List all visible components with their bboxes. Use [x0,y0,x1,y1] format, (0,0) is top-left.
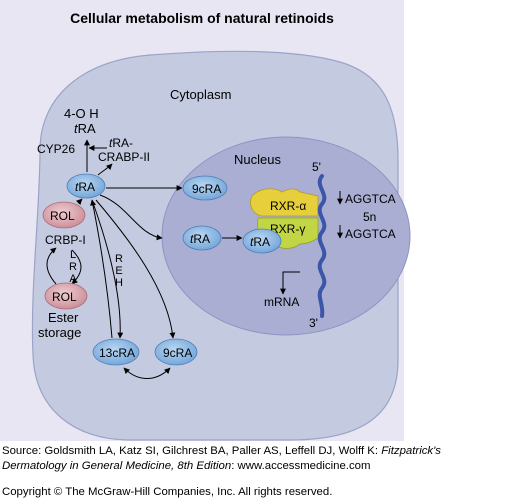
source-citation: Source: Goldsmith LA, Katz SI, Gilchrest… [2,444,502,474]
tra-oval-bound [242,228,282,254]
9cra-bottom-label: 9cRA [163,346,192,360]
italic-t: t [74,121,79,136]
tra-main-label: tRA [75,180,95,194]
cytoplasm-label: Cytoplasm [170,87,231,102]
oh-tra-label-2: tRA [74,121,96,136]
ester-label: Ester [48,310,79,325]
mrna-label: mRNA [264,295,299,309]
arrow-rol-cycle-right [71,249,82,285]
tra-bound-label: tRA [250,235,270,249]
rol-oval-top [42,201,86,229]
ra-dash-text: RA- [112,136,133,150]
rol-bottom-label: ROL [52,290,77,304]
tra-oval-main [66,173,106,199]
rxr-alpha-label: RXR-α [270,199,306,213]
9cra-oval-bottom [154,338,198,366]
three-prime-label: 3' [309,316,318,330]
crabp-ii-label: CRABP-II [98,150,150,164]
source-suffix: : www.accessmedicine.com [231,460,371,472]
arrow-tra-to-9cra-bottom [95,199,176,339]
9cra-nucleus-label: 9cRA [192,182,221,196]
5n-label: 5n [363,210,376,224]
arrow-tra-to-13cra [91,199,124,339]
copyright-notice: Copyright © The McGraw-Hill Companies, I… [2,486,333,498]
oh-tra-label: 4-O H [64,106,99,121]
aggtca-1-label: AGGTCA [345,192,396,206]
italic-t: t [190,232,194,246]
storage-label: storage [38,325,81,340]
five-prime-label: 5' [312,160,321,174]
tra-nucleus-label: tRA [190,232,210,246]
tra-crabp-label: tRA- [109,136,133,150]
ra-text: RA [78,121,96,136]
arrow-rol-cycle-left [46,247,57,285]
italic-t: t [109,136,113,150]
13cra-oval [92,338,140,366]
source-book-title: Fitzpatrick's Dermatology in General Med… [2,445,441,472]
arrow-13cra-to-tra [90,199,113,339]
arrow-13cra-9cra-exchange [123,367,171,379]
rxr-alpha-shape [250,188,319,217]
rxr-gamma-label: RXR-γ [270,222,305,236]
ra-text: RA [253,235,270,249]
cyp26-label: CYP26 [37,142,75,156]
crbp-label: CRBP-I [45,233,86,247]
rol-oval-bottom [44,282,88,310]
dna-strand [317,174,327,318]
tra-oval-nucleus [182,225,222,251]
ra-text: RA [78,180,95,194]
italic-t: t [250,235,254,249]
figure-title: Cellular metabolism of natural retinoids [70,10,334,26]
arrow-tra-to-nuclear-tra [99,194,163,241]
arrow-rol-to-tra [76,198,83,205]
9cra-oval-nucleus [182,175,228,201]
italic-t: t [75,180,79,194]
aggtca-2-label: AGGTCA [345,227,396,241]
arrow-tra-to-crabp [97,163,113,176]
rol-top-label: ROL [50,209,75,223]
ra-text: RA [193,232,210,246]
source-prefix: Source: Goldsmith LA, Katz SI, Gilchrest… [2,445,382,457]
13cra-label: 13cRA [99,346,135,360]
nucleus-label: Nucleus [234,152,281,167]
